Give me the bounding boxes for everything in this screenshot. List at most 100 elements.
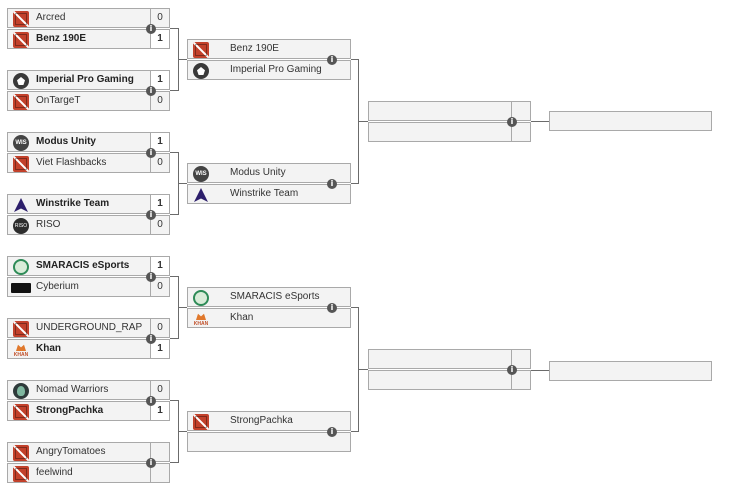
smaracis-logo (193, 290, 209, 306)
team-name: Benz 190E (230, 43, 279, 54)
connector (170, 338, 179, 339)
team-slot[interactable] (368, 349, 531, 369)
info-icon[interactable]: i (327, 303, 337, 313)
info-icon[interactable]: i (146, 396, 156, 406)
team-name: Viet Flashbacks (36, 157, 107, 168)
team-name: Imperial Pro Gaming (36, 74, 134, 85)
info-icon[interactable]: i (327, 55, 337, 65)
team-slot[interactable]: feelwind (7, 463, 170, 483)
team-name: Khan (36, 343, 61, 354)
connector (531, 370, 549, 371)
team-name: Arcred (36, 12, 66, 23)
info-icon[interactable]: i (327, 179, 337, 189)
info-icon[interactable]: i (146, 210, 156, 220)
team-slot[interactable]: Benz 190E 1 (7, 29, 170, 49)
team-slot[interactable]: SMARACIS eSports 1 (7, 256, 170, 276)
team-score: 0 (150, 9, 169, 27)
riso-logo (13, 218, 29, 234)
team-slot[interactable]: Khan (187, 308, 351, 328)
connector (178, 59, 187, 60)
team-score (511, 371, 530, 389)
dota-icon (13, 404, 29, 420)
team-slot[interactable]: Viet Flashbacks 0 (7, 153, 170, 173)
cyberium-logo (11, 283, 31, 293)
info-icon[interactable]: i (327, 427, 337, 437)
info-icon[interactable]: i (146, 334, 156, 344)
khan-logo (193, 311, 209, 327)
team-score: 0 (150, 278, 169, 296)
team-slot[interactable]: StrongPachka 1 (7, 401, 170, 421)
info-icon[interactable]: i (146, 272, 156, 282)
dota-icon (13, 466, 29, 482)
team-name: OnTargeT (36, 95, 81, 106)
advance-slot-2[interactable] (549, 361, 712, 381)
team-slot[interactable]: Nomad Warriors 0 (7, 380, 170, 400)
info-icon[interactable]: i (146, 458, 156, 468)
team-slot[interactable] (368, 122, 531, 142)
team-name: UNDERGROUND_RAP (36, 322, 143, 333)
dota-icon (13, 445, 29, 461)
connector (358, 121, 368, 122)
connector (178, 183, 187, 184)
team-name: Imperial Pro Gaming (230, 64, 322, 75)
dota-icon (193, 42, 209, 58)
connector (170, 214, 179, 215)
info-icon[interactable]: i (507, 365, 517, 375)
team-score: 0 (150, 92, 169, 110)
connector (170, 276, 179, 277)
connector (358, 369, 368, 370)
info-icon[interactable]: i (146, 148, 156, 158)
team-name: AngryTomatoes (36, 446, 106, 457)
team-score: 1 (150, 257, 169, 275)
team-name: StrongPachka (230, 415, 293, 426)
team-score (150, 443, 169, 461)
team-slot[interactable]: Winstrike Team (187, 184, 351, 204)
team-name: Nomad Warriors (36, 384, 109, 395)
team-slot[interactable]: RISO 0 (7, 215, 170, 235)
connector (351, 307, 359, 308)
connector (178, 431, 187, 432)
team-slot[interactable]: Benz 190E (187, 39, 351, 59)
connector (351, 59, 359, 60)
team-score: 0 (150, 381, 169, 399)
team-slot[interactable]: OnTargeT 0 (7, 91, 170, 111)
team-slot[interactable]: StrongPachka (187, 411, 351, 431)
team-slot[interactable]: Modus Unity 1 (7, 132, 170, 152)
team-slot[interactable]: Winstrike Team 1 (7, 194, 170, 214)
team-slot[interactable]: Khan 1 (7, 339, 170, 359)
connector (351, 183, 359, 184)
team-slot[interactable]: Imperial Pro Gaming (187, 60, 351, 80)
team-slot[interactable] (187, 432, 351, 452)
modus-logo (13, 135, 29, 151)
team-slot[interactable] (368, 101, 531, 121)
info-icon[interactable]: i (507, 117, 517, 127)
advance-slot-1[interactable] (549, 111, 712, 131)
connector (351, 431, 359, 432)
team-slot[interactable]: Modus Unity (187, 163, 351, 183)
team-score (511, 123, 530, 141)
team-slot[interactable]: SMARACIS eSports (187, 287, 351, 307)
team-slot[interactable]: UNDERGROUND_RAP 0 (7, 318, 170, 338)
team-score: 1 (150, 340, 169, 358)
dota-icon (13, 94, 29, 110)
imperial-logo (193, 63, 209, 79)
dota-icon (13, 11, 29, 27)
team-name: feelwind (36, 467, 73, 478)
team-slot[interactable]: Cyberium 0 (7, 277, 170, 297)
khan-logo (13, 342, 29, 358)
team-name: Modus Unity (36, 136, 96, 147)
info-icon[interactable]: i (146, 86, 156, 96)
connector (170, 152, 179, 153)
team-name: Winstrike Team (36, 198, 110, 209)
connector (531, 121, 549, 122)
team-slot[interactable]: AngryTomatoes (7, 442, 170, 462)
team-score: 0 (150, 319, 169, 337)
team-name: Cyberium (36, 281, 79, 292)
team-slot[interactable] (368, 370, 531, 390)
info-icon[interactable]: i (146, 24, 156, 34)
team-score: 1 (150, 71, 169, 89)
team-score: 1 (150, 195, 169, 213)
team-score: 1 (150, 30, 169, 48)
team-slot[interactable]: Imperial Pro Gaming 1 (7, 70, 170, 90)
team-slot[interactable]: Arcred 0 (7, 8, 170, 28)
